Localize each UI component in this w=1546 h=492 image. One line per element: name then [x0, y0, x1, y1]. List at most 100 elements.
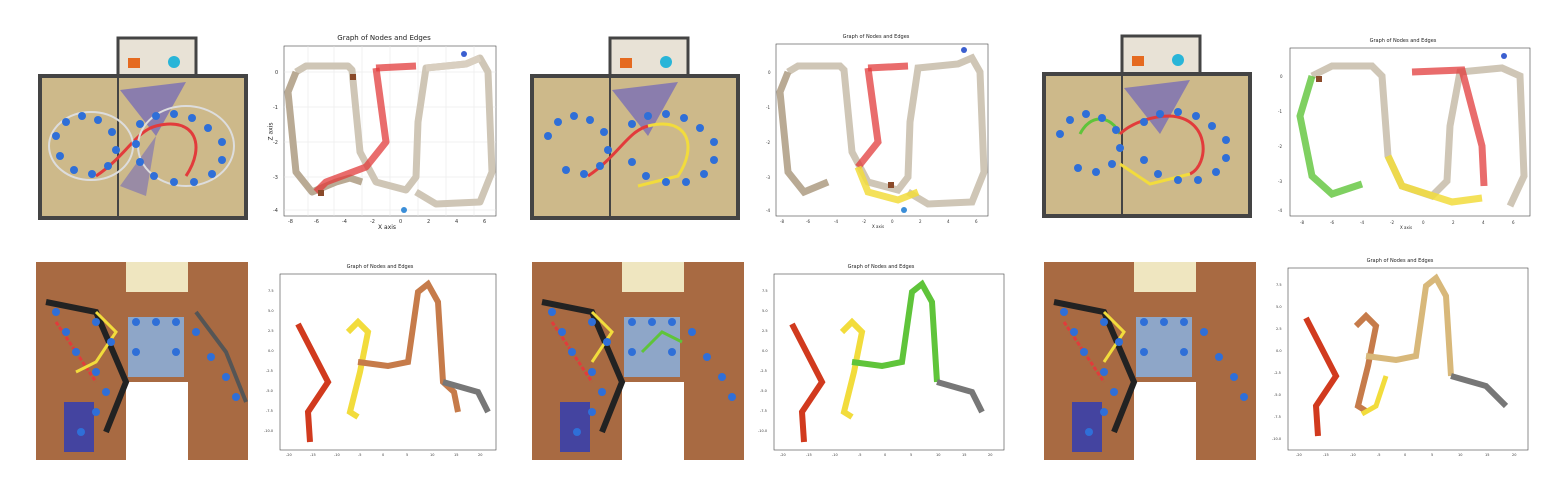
svg-text:10: 10	[430, 453, 434, 457]
graph-plot-bottom-2: Graph of Nodes and Edges 7.5 5.0 2.5 0.0…	[752, 262, 1010, 462]
floorplan-bottom-1	[36, 262, 248, 472]
svg-text:-8: -8	[780, 219, 784, 224]
plot-title: Graph of Nodes and Edges	[847, 264, 915, 270]
graph-plot-top-3: Graph of Nodes and Edges 0 -1 -2 -3 -4 -…	[1272, 36, 1534, 232]
graph-plot-bottom-3: Graph of Nodes and Edges 7.5 5.0 2.5 0.0…	[1266, 256, 1534, 462]
svg-text:-2: -2	[273, 140, 278, 146]
svg-text:4: 4	[947, 219, 950, 224]
svg-text:2.5: 2.5	[268, 329, 274, 333]
svg-text:-5.0: -5.0	[1274, 393, 1281, 397]
svg-text:7.5: 7.5	[1276, 283, 1282, 287]
svg-text:5.0: 5.0	[1276, 305, 1282, 309]
floorplan-bottom-3	[1044, 262, 1256, 472]
svg-text:0.0: 0.0	[762, 349, 768, 353]
floorplan-bottom-2	[532, 262, 744, 472]
svg-text:0: 0	[891, 219, 894, 224]
svg-text:-1: -1	[273, 105, 278, 111]
svg-text:2: 2	[919, 219, 922, 224]
svg-text:0: 0	[1280, 74, 1283, 79]
svg-text:-2: -2	[766, 140, 770, 145]
svg-text:-10.0: -10.0	[1272, 437, 1281, 441]
svg-text:-20: -20	[1296, 453, 1302, 457]
svg-text:-4: -4	[273, 208, 278, 214]
floorplan-top-3	[1040, 34, 1256, 220]
svg-text:0: 0	[1404, 453, 1406, 457]
y-axis-label: Z axis	[267, 122, 275, 141]
svg-text:-2.5: -2.5	[266, 369, 273, 373]
svg-text:-2: -2	[1278, 144, 1282, 149]
floorplan-top-1	[36, 36, 252, 222]
svg-text:4: 4	[1482, 220, 1485, 225]
svg-text:-10: -10	[832, 453, 838, 457]
x-axis-label: X axis	[1400, 225, 1413, 230]
svg-text:-10: -10	[1350, 453, 1356, 457]
x-axis-label: X axis	[378, 224, 397, 231]
svg-text:7.5: 7.5	[762, 289, 768, 293]
plot-title: Graph of Nodes and Edges	[842, 34, 910, 40]
svg-text:2.5: 2.5	[762, 329, 768, 333]
plot-title: Graph of Nodes and Edges	[337, 34, 431, 42]
svg-text:0: 0	[275, 70, 278, 76]
svg-text:-20: -20	[286, 453, 292, 457]
floorplan-top-2	[528, 36, 744, 222]
svg-text:0: 0	[884, 453, 886, 457]
svg-text:-5.0: -5.0	[266, 389, 273, 393]
svg-text:20: 20	[988, 453, 992, 457]
svg-text:-4: -4	[834, 219, 838, 224]
svg-text:-1: -1	[1278, 109, 1282, 114]
svg-text:-8: -8	[288, 219, 293, 225]
svg-text:-7.5: -7.5	[266, 409, 273, 413]
svg-text:20: 20	[478, 453, 482, 457]
svg-text:6: 6	[483, 219, 486, 225]
svg-text:-2: -2	[1390, 220, 1394, 225]
svg-text:-6: -6	[806, 219, 810, 224]
svg-text:-10.0: -10.0	[758, 429, 767, 433]
svg-text:5: 5	[910, 453, 912, 457]
svg-text:10: 10	[936, 453, 940, 457]
svg-text:2: 2	[1452, 220, 1455, 225]
svg-text:-5.0: -5.0	[760, 389, 767, 393]
svg-text:4: 4	[455, 219, 458, 225]
plot-title: Graph of Nodes and Edges	[346, 264, 414, 270]
svg-text:-5: -5	[1377, 453, 1381, 457]
graph-plot-top-1: Graph of Nodes and Edges 0 -1 -2 -3 -4 -…	[266, 32, 502, 232]
svg-text:5: 5	[406, 453, 408, 457]
svg-text:0: 0	[768, 70, 771, 75]
svg-text:2.5: 2.5	[1276, 327, 1282, 331]
graph-plot-bottom-1: Graph of Nodes and Edges 7.5 5.0 2.5 0.0…	[258, 262, 502, 462]
svg-text:15: 15	[1485, 453, 1489, 457]
svg-text:-10: -10	[334, 453, 340, 457]
svg-text:15: 15	[454, 453, 458, 457]
svg-text:5.0: 5.0	[268, 309, 274, 313]
svg-text:0.0: 0.0	[268, 349, 274, 353]
svg-text:10: 10	[1458, 453, 1462, 457]
svg-text:-1: -1	[766, 105, 770, 110]
svg-text:-2: -2	[862, 219, 866, 224]
svg-text:7.5: 7.5	[268, 289, 274, 293]
svg-text:-20: -20	[780, 453, 786, 457]
svg-text:0.0: 0.0	[1276, 349, 1282, 353]
svg-text:-4: -4	[1278, 208, 1282, 213]
svg-text:-3: -3	[273, 175, 278, 181]
svg-text:-15: -15	[806, 453, 812, 457]
plot-title: Graph of Nodes and Edges	[1369, 38, 1437, 44]
svg-text:-2.5: -2.5	[760, 369, 767, 373]
svg-text:-15: -15	[310, 453, 316, 457]
x-axis-label: X axis	[872, 224, 885, 229]
svg-text:-2: -2	[370, 219, 375, 225]
svg-text:5.0: 5.0	[762, 309, 768, 313]
svg-text:5: 5	[1431, 453, 1433, 457]
svg-text:-10.0: -10.0	[264, 429, 273, 433]
svg-text:-6: -6	[314, 219, 319, 225]
svg-text:2: 2	[427, 219, 430, 225]
svg-text:0: 0	[382, 453, 384, 457]
svg-text:-5: -5	[858, 453, 862, 457]
svg-text:6: 6	[975, 219, 978, 224]
svg-text:-4: -4	[1360, 220, 1364, 225]
svg-text:0: 0	[1422, 220, 1425, 225]
svg-text:-4: -4	[342, 219, 347, 225]
svg-text:-7.5: -7.5	[1274, 415, 1281, 419]
svg-text:20: 20	[1512, 453, 1516, 457]
svg-text:-2.5: -2.5	[1274, 371, 1281, 375]
svg-text:-8: -8	[1300, 220, 1304, 225]
